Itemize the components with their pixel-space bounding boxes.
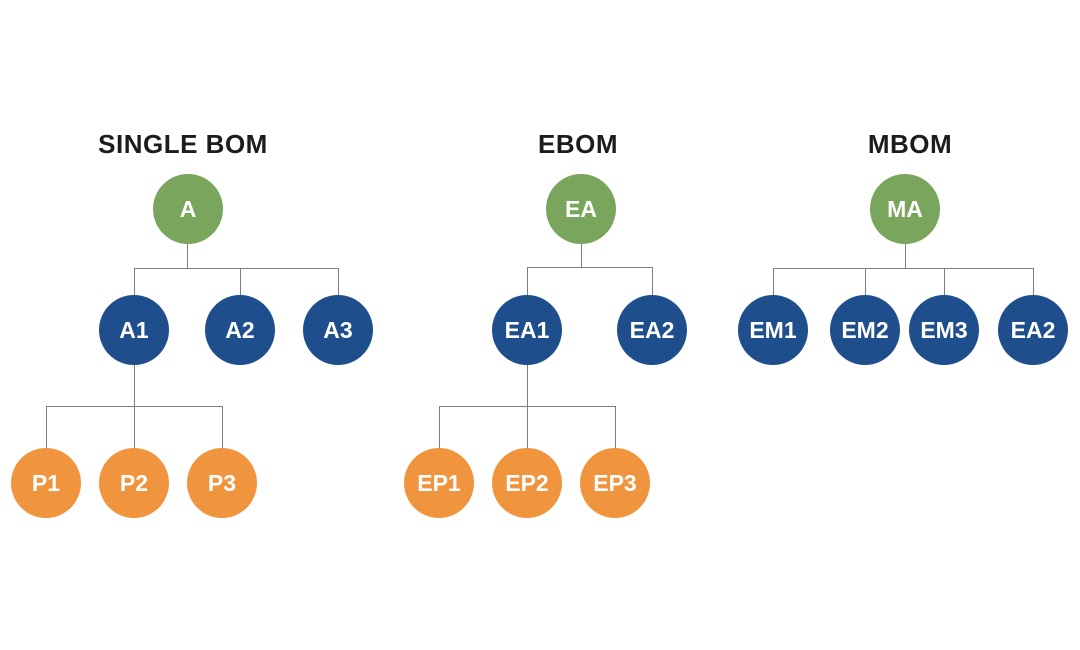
connector [527,406,528,448]
node-em2: EM2 [830,295,900,365]
connector [46,406,47,448]
connector [134,268,339,269]
node-em3: EM3 [909,295,979,365]
node-a3: A3 [303,295,373,365]
connector [240,268,241,295]
node-em1: EM1 [738,295,808,365]
connector [652,267,653,295]
tree-title-ebom: EBOM [538,129,618,159]
connector [581,243,582,267]
connector [222,406,223,448]
connector [773,268,774,295]
node-ep1: EP1 [404,448,474,518]
node-ep3: EP3 [580,448,650,518]
connector [527,267,653,268]
connector [944,268,945,295]
node-p2: P2 [99,448,169,518]
node-p1: P1 [11,448,81,518]
node-a: A [153,174,223,244]
connector [134,268,135,295]
connector [527,364,528,406]
node-ea2-mbom: EA2 [998,295,1068,365]
connector [187,243,188,268]
connector [439,406,440,448]
node-a2: A2 [205,295,275,365]
node-a1: A1 [99,295,169,365]
node-ma: MA [870,174,940,244]
connector [134,406,135,448]
node-ea1: EA1 [492,295,562,365]
tree-title-mbom: MBOM [867,129,953,159]
node-ep2: EP2 [492,448,562,518]
connector [773,268,1034,269]
connector [338,268,339,295]
node-ea: EA [546,174,616,244]
node-p3: P3 [187,448,257,518]
node-ea2: EA2 [617,295,687,365]
connector [527,267,528,295]
connector [134,364,135,406]
connector [905,243,906,268]
connector [615,406,616,448]
connector [1033,268,1034,295]
tree-title-single-bom: SINGLE BOM [98,129,268,159]
connector [865,268,866,295]
